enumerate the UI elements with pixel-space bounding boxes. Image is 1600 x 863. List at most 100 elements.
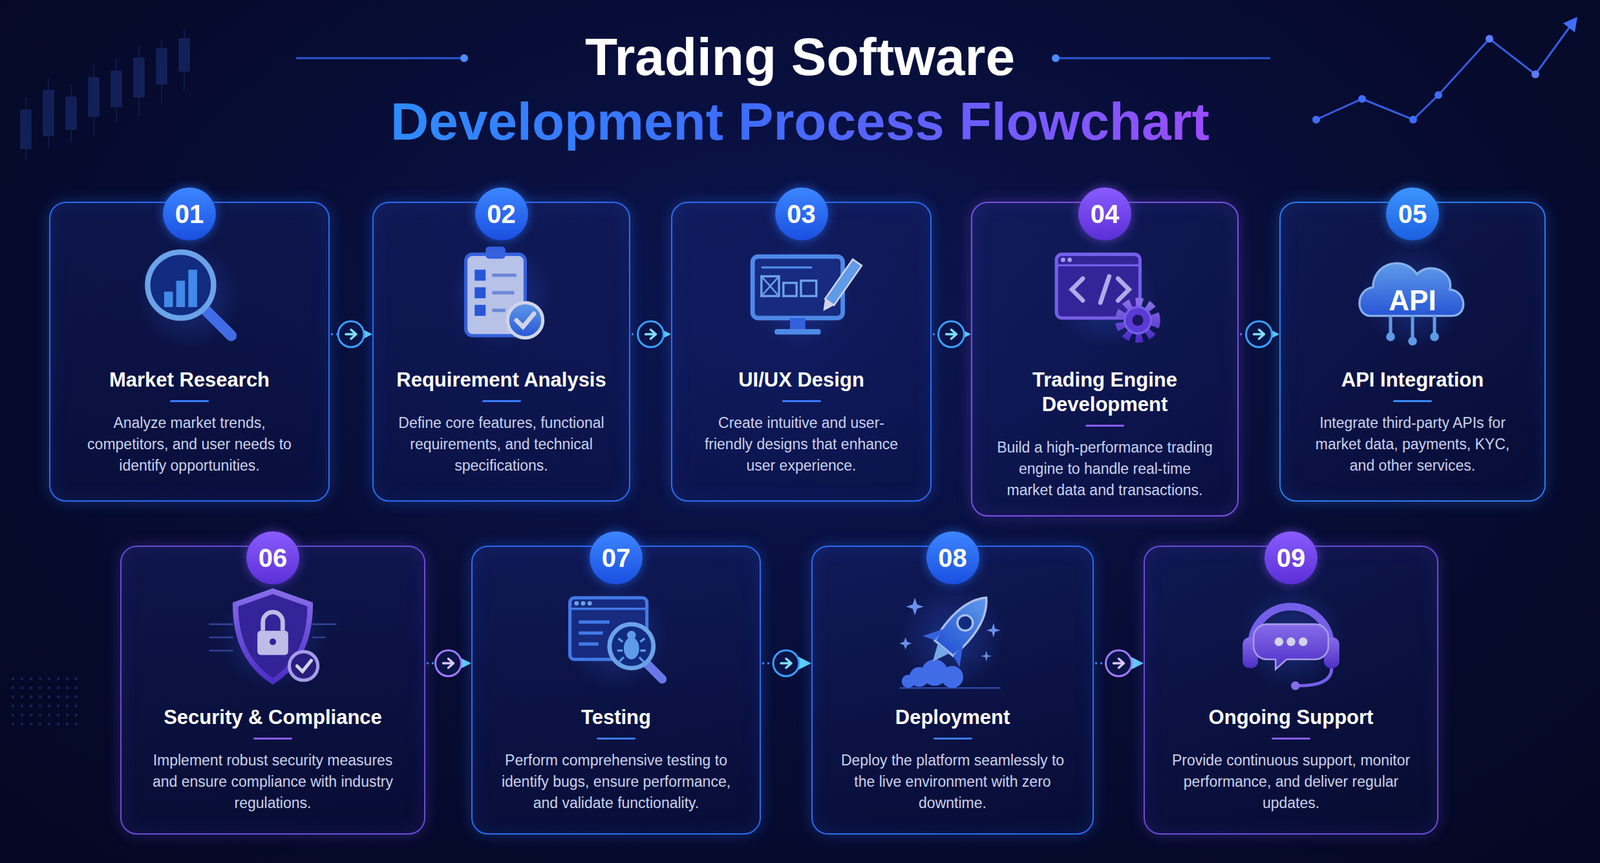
dot-grid-decoration-part xyxy=(74,704,78,708)
trend-line-decoration-part xyxy=(1316,25,1571,120)
dot-grid-decoration-part xyxy=(29,722,33,726)
step-number: 04 xyxy=(1078,187,1132,241)
step-number: 02 xyxy=(475,187,529,241)
dot-grid-decoration-part xyxy=(74,677,78,681)
dot-grid-decoration-part xyxy=(56,695,60,699)
step-title: Security & Compliance xyxy=(121,705,425,730)
accent-bar xyxy=(933,737,973,740)
candlestick-decoration-part xyxy=(43,90,54,136)
dot-grid-decoration-part xyxy=(29,713,33,717)
process-box: 07TestingPerform comprehensive testing t… xyxy=(471,545,761,835)
trend-line-decoration-part xyxy=(1563,16,1578,33)
process-box: 05API IntegrationIntegrate third-party A… xyxy=(1279,201,1546,502)
dot-grid-decoration-part xyxy=(29,677,33,681)
step-title: Deployment xyxy=(812,705,1093,730)
dot-grid-decoration-part xyxy=(65,704,69,708)
dot-grid-decoration-part xyxy=(20,686,24,690)
connector-group xyxy=(932,321,970,348)
step-title: Market Research xyxy=(50,367,329,393)
accent-bar xyxy=(1085,424,1125,427)
accent-bar xyxy=(596,737,636,740)
dot-grid-decoration-part xyxy=(11,677,15,681)
step-title: API Integration xyxy=(1280,367,1545,393)
arrow-glyph xyxy=(443,658,454,668)
dot-grid-decoration-part xyxy=(47,704,51,708)
arrow-glyph xyxy=(1113,658,1125,668)
candlestick-decoration-part xyxy=(179,38,190,72)
dot-grid-decoration-part xyxy=(29,686,33,690)
dot-grid-decoration-part xyxy=(74,713,78,717)
accent-bar xyxy=(1393,400,1432,403)
dot-grid-decoration-part xyxy=(38,713,42,717)
arrow-badge xyxy=(1246,321,1273,348)
dot-grid-decoration-part xyxy=(29,695,33,699)
step-number: 09 xyxy=(1264,531,1318,585)
dot-grid-decoration-part xyxy=(65,695,69,699)
dot-grid-decoration-part xyxy=(56,686,60,690)
accent-bar xyxy=(482,400,522,403)
dot-grid-decoration-part xyxy=(11,713,15,717)
dot-grid-decoration-part xyxy=(74,722,78,726)
candlestick-decoration-part xyxy=(133,58,145,97)
step-description: Create intuitive and user-friendly desig… xyxy=(672,412,931,477)
arrow-badge xyxy=(938,321,965,348)
step-title: Testing xyxy=(472,705,760,730)
trend-line-decoration-part xyxy=(1485,34,1494,43)
step-description: Integrate third-party APIs for market da… xyxy=(1280,412,1545,477)
dot-grid-decoration-part xyxy=(47,686,51,690)
step-number: 07 xyxy=(589,531,643,585)
arrow-badge xyxy=(1106,650,1132,677)
candlestick-decoration-part xyxy=(88,77,99,117)
accent-bar xyxy=(1271,737,1311,740)
title-rule-part xyxy=(460,54,469,63)
step-number: 05 xyxy=(1386,187,1440,241)
trend-line-decoration xyxy=(1312,16,1578,124)
dot-grid-decoration-part xyxy=(56,713,60,717)
arrow-glyph xyxy=(1254,329,1265,339)
arrow-glyph xyxy=(645,329,657,339)
trend-line-decoration-part xyxy=(1358,95,1366,103)
title-line: Development Process Flowchart xyxy=(390,89,1210,160)
step-description: Perform comprehensive testing to identif… xyxy=(472,749,760,814)
dot-grid-decoration xyxy=(11,677,78,726)
dot-grid-decoration-part xyxy=(38,677,42,681)
arrow-glyph xyxy=(946,329,957,339)
step-number: 06 xyxy=(246,531,300,585)
arrow-badge xyxy=(338,321,364,348)
diagram-title: Trading Software Development Process Flo… xyxy=(0,24,1600,160)
dot-grid-decoration-part xyxy=(38,686,42,690)
process-box: 03UI/UX DesignCreate intuitive and user-… xyxy=(671,201,932,502)
step-title: UI/UX Design xyxy=(672,367,931,393)
dot-grid-decoration-part xyxy=(65,686,69,690)
step-number: 08 xyxy=(926,531,980,585)
dot-grid-decoration-part xyxy=(38,695,42,699)
step-description: Deploy the platform seamlessly to the li… xyxy=(812,749,1093,814)
connector-group xyxy=(1095,650,1143,677)
step-description: Analyze market trends, competitors, and … xyxy=(50,412,329,477)
dot-grid-decoration-part xyxy=(29,704,33,708)
arrow-badge xyxy=(638,321,664,348)
step-number: 03 xyxy=(775,187,829,241)
arrow-glyph xyxy=(780,658,792,668)
process-box: 01Market ResearchAnalyze market trends, … xyxy=(49,201,330,502)
candlestick-decoration-part xyxy=(111,71,122,107)
trend-line-decoration-part xyxy=(1409,115,1418,124)
process-box: 04Trading Engine DevelopmentBuild a high… xyxy=(970,201,1239,517)
arrow-badge xyxy=(435,650,462,677)
connector-group xyxy=(762,650,811,677)
dot-grid-decoration-part xyxy=(11,686,15,690)
title-rule-part xyxy=(1055,57,1271,60)
step-title: Ongoing Support xyxy=(1144,705,1438,730)
icon-label: API xyxy=(1367,284,1458,317)
connector-group xyxy=(1239,321,1279,348)
dot-grid-decoration-part xyxy=(11,695,15,699)
arrow-badge xyxy=(773,650,800,677)
dot-grid-decoration-part xyxy=(47,695,51,699)
dot-grid-decoration-part xyxy=(56,704,60,708)
dot-grid-decoration-part xyxy=(47,713,51,717)
dot-grid-decoration-part xyxy=(20,713,24,717)
candlestick-decoration xyxy=(20,29,190,162)
process-box: 08DeploymentDeploy the platform seamless… xyxy=(811,545,1094,835)
dot-grid-decoration-part xyxy=(74,686,78,690)
dot-grid-decoration-part xyxy=(20,695,24,699)
